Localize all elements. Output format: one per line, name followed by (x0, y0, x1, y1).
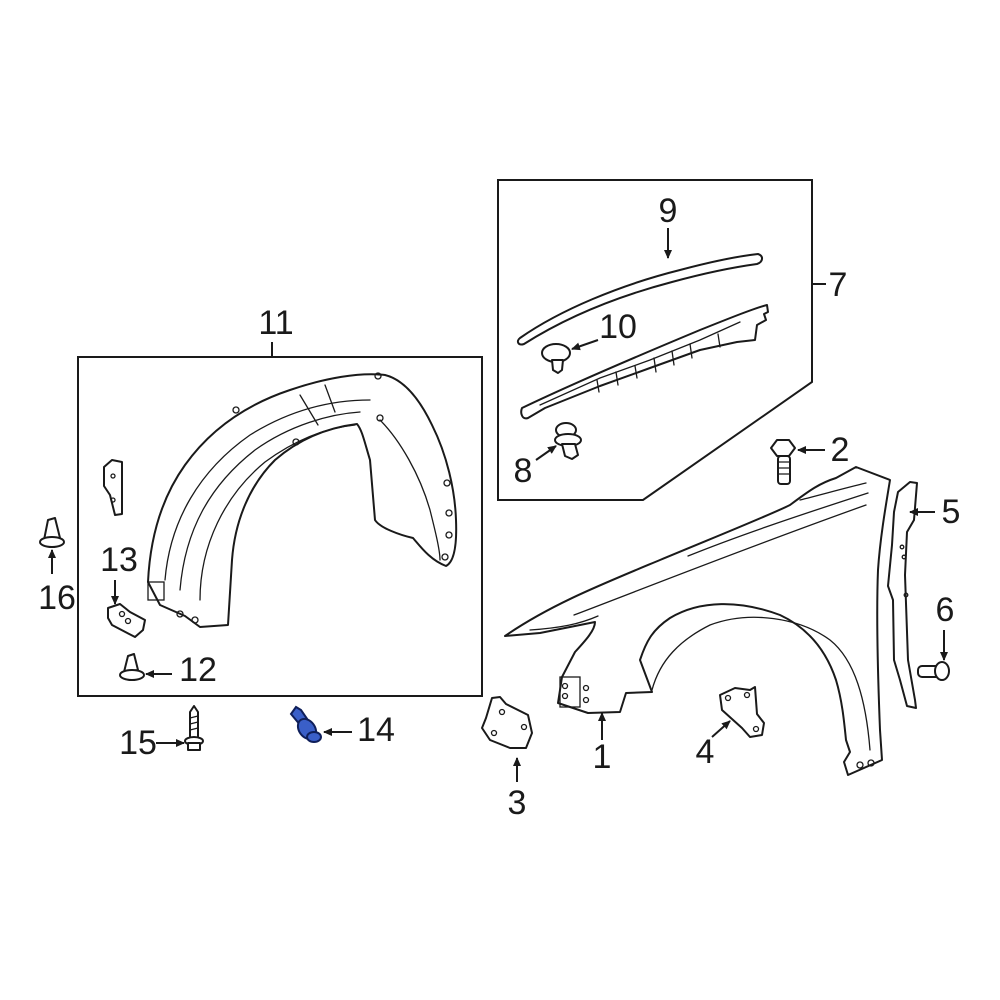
callout-5[interactable]: 5 (941, 493, 961, 531)
callout-9[interactable]: 9 (658, 192, 678, 230)
part-2-bolt[interactable] (770, 439, 825, 485)
part-15-screw[interactable] (156, 705, 204, 751)
part-8-clip[interactable] (535, 422, 582, 461)
part-6-bolt[interactable] (917, 630, 950, 681)
callout-6[interactable]: 6 (935, 591, 955, 629)
part-11-fender-liner[interactable] (147, 372, 458, 628)
part-13-bracket[interactable] (107, 580, 146, 638)
group-7-box (497, 179, 826, 501)
callout-2[interactable]: 2 (830, 431, 850, 469)
part-liner-bracket[interactable] (103, 459, 123, 516)
part-10-clip[interactable] (541, 339, 599, 374)
part-7-seal[interactable] (520, 304, 769, 420)
part-5-side-panel[interactable] (887, 481, 935, 709)
callout-3[interactable]: 3 (507, 784, 527, 822)
callout-15[interactable]: 15 (119, 724, 157, 762)
callout-8[interactable]: 8 (513, 452, 533, 490)
part-9-molding[interactable] (516, 228, 763, 346)
callout-14[interactable]: 14 (357, 711, 395, 749)
callout-11[interactable]: 11 (258, 304, 294, 342)
part-16-clip[interactable] (39, 517, 65, 574)
callout-12[interactable]: 12 (179, 651, 217, 689)
part-14-fastener[interactable] (289, 705, 352, 743)
callout-13[interactable]: 13 (100, 541, 138, 579)
part-1-fender[interactable] (504, 466, 891, 776)
group-11-box (77, 342, 483, 697)
part-12-clip[interactable] (119, 653, 172, 681)
callout-4[interactable]: 4 (695, 733, 715, 771)
part-4-bracket[interactable] (711, 686, 765, 738)
callout-16[interactable]: 16 (38, 579, 76, 617)
part-3-bracket[interactable] (481, 696, 533, 782)
callout-7[interactable]: 7 (828, 266, 848, 304)
callout-10[interactable]: 10 (599, 308, 637, 346)
callout-1[interactable]: 1 (592, 738, 612, 776)
